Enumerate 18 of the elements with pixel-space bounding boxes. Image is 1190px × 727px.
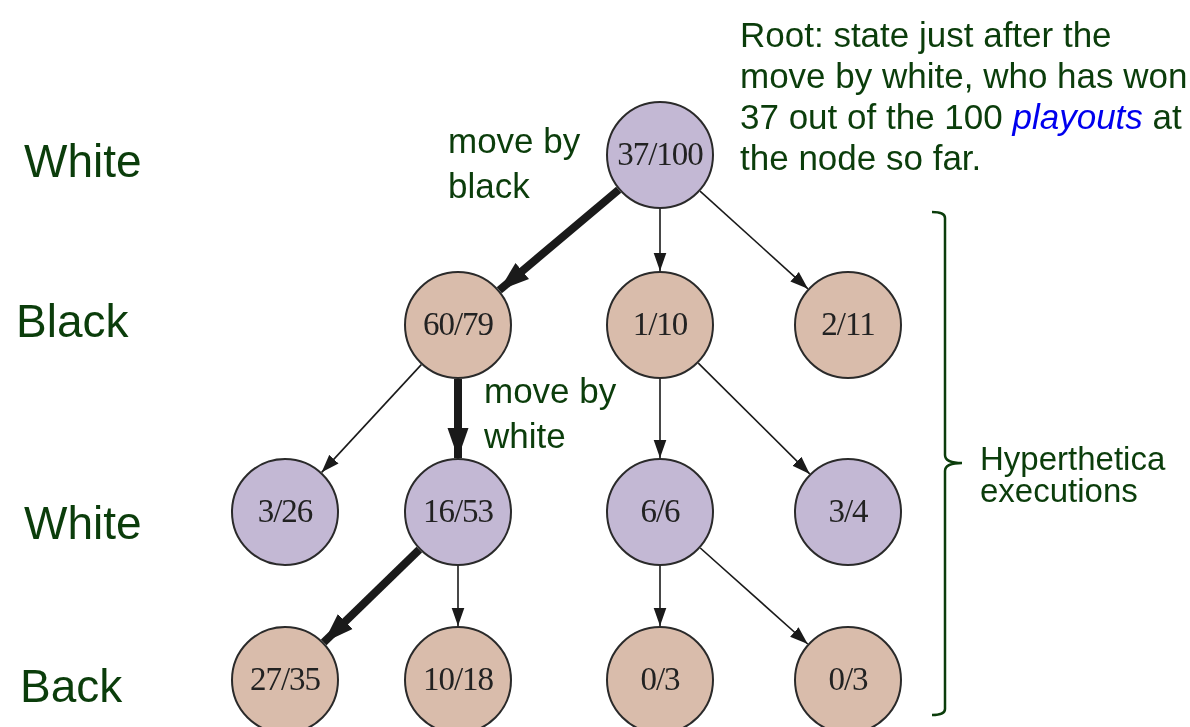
arrow xyxy=(653,565,667,627)
move-label: move by black xyxy=(448,120,582,207)
player-label: White xyxy=(24,496,142,551)
player-label: White xyxy=(24,134,142,189)
arrow xyxy=(697,362,811,475)
arrow xyxy=(496,186,622,294)
arrow xyxy=(699,190,809,290)
annotation-text: Root: state just after the move by white, who has won 37 out of the 100 playouts at the node so far. xyxy=(740,14,1189,178)
arrow xyxy=(320,546,423,646)
arrow xyxy=(653,208,667,272)
arrow xyxy=(447,379,469,458)
arrow xyxy=(699,547,809,645)
arrow xyxy=(320,363,423,474)
arrow xyxy=(653,378,667,459)
player-label: Black xyxy=(16,294,129,349)
player-label: Back xyxy=(20,659,123,714)
bracket-label: Hyperthetica executions xyxy=(980,443,1167,507)
arrow xyxy=(451,565,465,627)
